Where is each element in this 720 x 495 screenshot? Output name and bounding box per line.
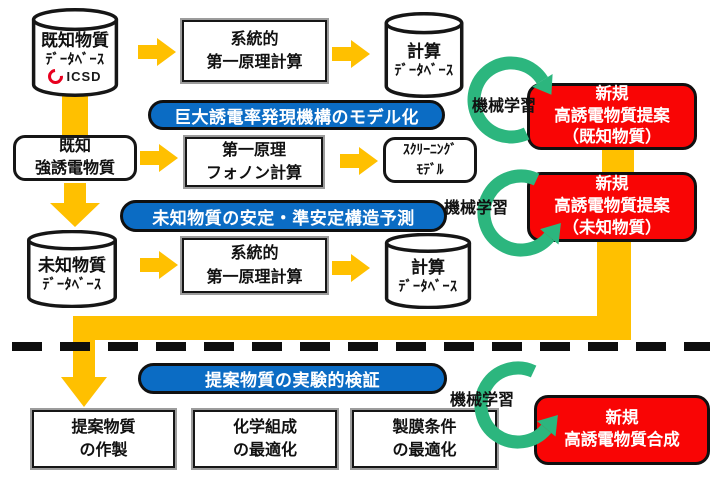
result-label: 新規 — [595, 84, 629, 103]
db-label: ﾃﾞｰﾀﾍﾞｰｽ — [394, 61, 454, 78]
banner-dielectric-mechanism-modeling: 巨大誘電率発現機構のモデル化 — [148, 100, 445, 130]
ml-cycle-arrow-icon — [474, 361, 558, 449]
box-label: 製膜条件 — [392, 418, 457, 436]
box-label: 系統的 — [230, 30, 279, 48]
calc-database-cylinder-1: 計算 ﾃﾞｰﾀﾍﾞｰｽ — [383, 12, 465, 98]
cylinder-shape — [30, 8, 120, 97]
cylinder-shape — [25, 230, 119, 308]
proposal-unknown-materials-box: 新規 高誘電物質提案 （未知物質） — [527, 172, 697, 242]
box-label: 強誘電物質 — [34, 160, 115, 177]
right-arrow-icon — [332, 254, 370, 282]
box-label: フォノン計算 — [205, 165, 302, 182]
right-arrow-icon — [138, 38, 176, 66]
calc-database-cylinder-2: 計算 ﾃﾞｰﾀﾍﾞｰｽ — [383, 233, 473, 309]
result-label: （既知物質） — [562, 128, 662, 147]
chemical-optimization-box: 化学組成 の最適化 — [191, 408, 339, 470]
box-label: 第一原理計算 — [206, 54, 303, 71]
proposal-known-materials-box: 新規 高誘電物質提案 （既知物質） — [527, 83, 697, 150]
result-label: 高誘電物質提案 — [554, 106, 670, 125]
result-label: 新規 — [605, 409, 639, 428]
machine-learning-label: 機械学習 — [472, 98, 537, 115]
machine-learning-label: 機械学習 — [444, 200, 509, 217]
unknown-materials-database-cylinder: 未知物質 ﾃﾞｰﾀﾍﾞｰｽ — [25, 230, 119, 308]
cylinder-shape — [383, 12, 465, 98]
down-arrow-icon — [50, 183, 100, 227]
box-label: の作製 — [79, 442, 128, 459]
ml-cycle-arrow-icon — [477, 169, 561, 257]
right-arrow-icon — [140, 251, 178, 279]
icsd-logo-text: ICSD — [66, 68, 102, 84]
down-arrowhead-icon — [61, 377, 107, 407]
box-label: 系統的 — [230, 245, 279, 263]
box-label: 提案物質 — [71, 418, 136, 436]
cylinder-shape — [383, 233, 473, 309]
db-label: ﾃﾞｰﾀﾍﾞｰｽ — [45, 51, 105, 68]
box-label: 第一原理 — [221, 141, 286, 159]
db-label: 既知物質 — [41, 31, 109, 51]
db-label: ﾃﾞｰﾀﾍﾞｰｽ — [42, 275, 102, 292]
systematic-dft-box-1: 系統的 第一原理計算 — [180, 18, 329, 84]
db-label: 未知物質 — [38, 255, 106, 275]
systematic-dft-box-2: 系統的 第一原理計算 — [180, 236, 329, 295]
box-label: 化学組成 — [232, 418, 297, 436]
ml-cycle-arrow-icon — [467, 56, 553, 144]
banner-experimental-verification: 提案物質の実験的検証 — [138, 363, 447, 394]
banner-text: 巨大誘電率発現機構のモデル化 — [174, 107, 419, 127]
dashed-divider — [12, 342, 710, 351]
synthesis-box: 新規 高誘電物質合成 — [534, 395, 710, 465]
box-label: 既知 — [58, 137, 91, 155]
result-label: （未知物質） — [562, 218, 662, 237]
phonon-calc-box: 第一原理 フォノン計算 — [183, 135, 325, 189]
film-optimization-box: 製膜条件 の最適化 — [350, 408, 499, 470]
fabricate-box: 提案物質 の作製 — [30, 408, 177, 470]
right-arrow-icon — [140, 144, 178, 172]
screening-model-box: ｽｸﾘｰﾆﾝｸﾞ ﾓﾃﾞﾙ — [383, 137, 477, 183]
banner-text: 提案物質の実験的検証 — [205, 371, 380, 390]
connector-horizontal-bar — [73, 316, 631, 340]
banner-text: 未知物質の安定・準安定構造予測 — [152, 208, 415, 228]
result-label: 高誘電物質合成 — [564, 431, 680, 449]
box-label: 第一原理計算 — [206, 268, 303, 286]
known-ferroelectrics-box: 既知 強誘電物質 — [13, 135, 137, 181]
connector-knowndb-to-ferro — [62, 94, 88, 137]
icsd-logo: ICSD — [41, 65, 109, 87]
db-label: 計算 — [407, 41, 441, 61]
db-label: ﾃﾞｰﾀﾍﾞｰｽ — [398, 277, 458, 294]
right-arrow-icon — [332, 40, 370, 68]
db-label: 計算 — [411, 257, 445, 277]
connector-proposal1-to-proposal2 — [602, 148, 634, 175]
box-label: ｽｸﾘｰﾆﾝｸﾞ — [403, 141, 457, 157]
known-materials-database-cylinder: 既知物質 ﾃﾞｰﾀﾍﾞｰｽ ICSD — [30, 8, 120, 97]
box-label: の最適化 — [392, 442, 457, 459]
box-label: の最適化 — [232, 442, 297, 459]
result-label: 新規 — [595, 175, 629, 194]
machine-learning-label: 機械学習 — [450, 392, 515, 409]
result-label: 高誘電物質提案 — [554, 197, 670, 216]
icsd-mark-icon — [45, 65, 67, 87]
banner-structure-prediction: 未知物質の安定・準安定構造予測 — [120, 200, 447, 232]
box-label: ﾓﾃﾞﾙ — [416, 162, 444, 177]
right-arrow-icon — [340, 147, 378, 175]
